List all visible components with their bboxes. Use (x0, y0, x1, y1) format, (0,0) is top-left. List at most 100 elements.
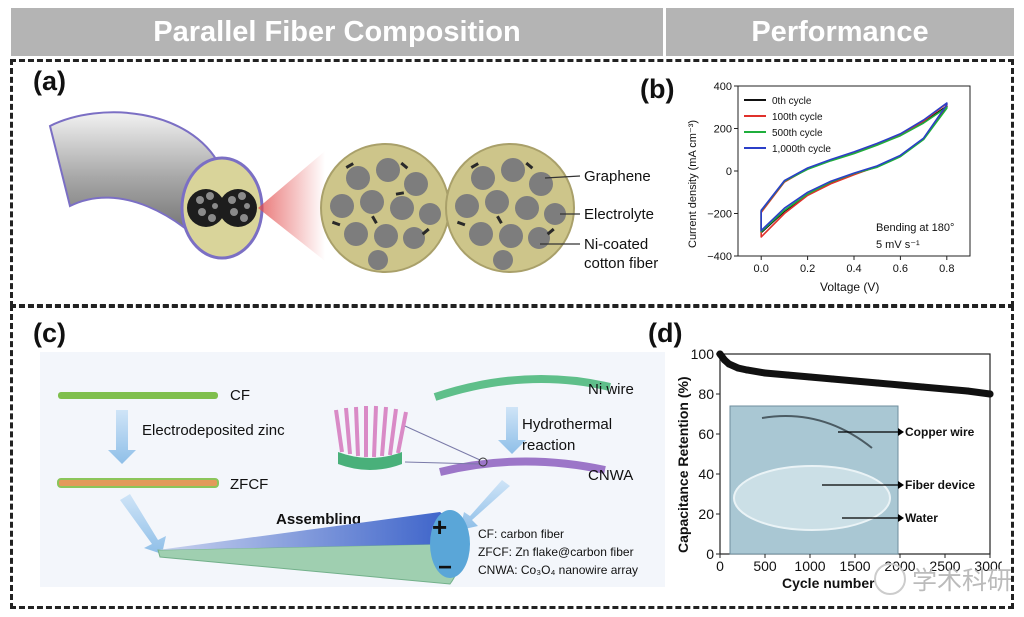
fiber-core-right (219, 189, 257, 227)
d-data-point (734, 364, 742, 372)
device-upper (158, 512, 454, 550)
ni-wire-label: Ni wire (588, 381, 634, 398)
panel-d-label: (d) (648, 318, 683, 348)
minus-terminal: − (438, 554, 452, 581)
b-annotation-1: Bending at 180° (876, 222, 954, 234)
cf-label: CF (230, 387, 250, 404)
cnwa-label: CNWA (588, 467, 633, 484)
arrow-diag-right (460, 480, 510, 530)
d-ytick-label: 20 (698, 506, 714, 522)
arrow-down-2 (498, 407, 526, 454)
step-reaction: reaction (522, 437, 575, 454)
d-data-point (941, 385, 949, 393)
watermark-text: 学术科研 (911, 566, 1012, 595)
d-data-point (964, 387, 971, 395)
d-data-point (896, 381, 904, 389)
d-xlabel: Cycle number (782, 575, 875, 591)
b-xtick-label: 0.0 (754, 263, 769, 275)
panel-d-retention-chart: Capacitance Retention (%) Cycle number C… (675, 348, 1002, 591)
b-xtick-label: 0.4 (846, 263, 861, 275)
legend-electrolyte: Electrolyte (584, 206, 654, 223)
d-data-point (743, 366, 751, 374)
cnwa-wire (439, 457, 606, 476)
d-data-point (784, 371, 791, 379)
legend-graphene: Graphene (584, 168, 651, 185)
d-data-point (829, 375, 836, 383)
panel-a-label: (a) (33, 66, 66, 96)
device-end (430, 510, 470, 578)
b-xtick-label: 0.8 (939, 263, 954, 275)
panel-c-label: (c) (33, 318, 66, 348)
d-xtick-label: 3000 (974, 558, 1002, 574)
b-xtick-label: 0.2 (800, 263, 815, 275)
b-legend-2: 500th cycle (772, 128, 823, 139)
d-xtick-label: 500 (753, 558, 777, 574)
plus-terminal: + (432, 512, 447, 542)
b-series-line (760, 102, 948, 232)
zfcf-fiber (57, 478, 219, 488)
c-legend-3: CNWA: Co₃O₄ nanowire array (478, 563, 638, 577)
d-xtick-label: 1000 (794, 558, 825, 574)
cf-fiber (58, 392, 218, 399)
b-ylabel: Current density (mA cm⁻³) (687, 120, 699, 248)
b-legend-1: 100th cycle (772, 112, 823, 123)
d-ytick-label: 80 (698, 386, 714, 402)
b-xtick-label: 0.6 (893, 263, 908, 275)
d-data-point (806, 373, 814, 381)
d-data-point (851, 377, 859, 385)
d-ytick-label: 40 (698, 466, 714, 482)
c-legend-1: CF: carbon fiber (478, 527, 564, 541)
d-data-point (721, 356, 728, 364)
b-ytick-label: −400 (707, 251, 732, 263)
d-ylabel: Capacitance Retention (%) (675, 376, 691, 553)
d-data-point (761, 369, 769, 377)
callout-copper-wire: Copper wire (905, 425, 975, 439)
b-ytick-label: 0 (726, 166, 732, 178)
d-ytick-label: 60 (698, 426, 714, 442)
arrow-down-1 (108, 410, 136, 464)
panel-b-cv-chart: Current density (mA cm⁻³) Voltage (V) Be… (687, 81, 971, 294)
b-xlabel: Voltage (V) (820, 280, 879, 294)
arrow-diag-left (120, 494, 166, 554)
bottom-panel-frame (10, 305, 1014, 609)
legend-cotton-fiber: cotton fiber (584, 255, 658, 272)
b-annotation-2: 5 mV s⁻¹ (876, 239, 920, 251)
b-legend-0: 0th cycle (772, 96, 812, 107)
d-data-point (725, 360, 733, 368)
d-data-point (874, 379, 881, 387)
b-legend-3: 1,000th cycle (772, 144, 831, 155)
d-retention-series (716, 350, 994, 398)
cross-section-left (320, 143, 450, 273)
callout-fiber-device: Fiber device (905, 478, 975, 492)
c-legend-2: ZFCF: Zn flake@carbon fiber (478, 545, 634, 559)
d-xtick-label: 2500 (929, 558, 960, 574)
b-series-line (760, 106, 948, 233)
d-ytick-label: 0 (706, 546, 714, 562)
step-hydrothermal: Hydrothermal (522, 416, 612, 433)
callout-water: Water (905, 511, 938, 525)
d-ytick-label: 100 (691, 348, 715, 362)
d-data-point (986, 390, 994, 398)
panel-c-figure: CF Electrodeposited zinc ZFCF Ni wire Hy… (40, 352, 665, 587)
section-header-performance: Performance (666, 8, 1014, 56)
section-header-composition: Parallel Fiber Composition (11, 8, 663, 56)
zoom-glow (258, 151, 325, 261)
b-legend: 0th cycle 100th cycle 500th cycle 1,000t… (744, 96, 831, 155)
d-xtick-label: 1500 (839, 558, 870, 574)
step-electrodeposit: Electrodeposited zinc (142, 422, 285, 439)
b-ytick-label: 200 (714, 124, 732, 136)
panel-a-figure: Graphene Electrolyte Ni-coated cotton fi… (48, 111, 658, 273)
d-data-point (919, 383, 926, 391)
ni-wire (433, 375, 611, 401)
watermark-logo-icon (873, 563, 906, 595)
watermark: 学术科研 (873, 561, 1012, 597)
zfcf-label: ZFCF (230, 476, 268, 493)
b-ytick-label: −200 (707, 209, 732, 221)
d-data-point (716, 350, 724, 358)
nanowire-zoom (334, 405, 488, 470)
legend-ni-coated: Ni-coated (584, 236, 648, 253)
d-xtick-label: 0 (716, 558, 724, 574)
panel-b-label: (b) (640, 74, 675, 104)
assembling-label: Assembling (276, 511, 361, 528)
cross-section-right (445, 143, 575, 273)
